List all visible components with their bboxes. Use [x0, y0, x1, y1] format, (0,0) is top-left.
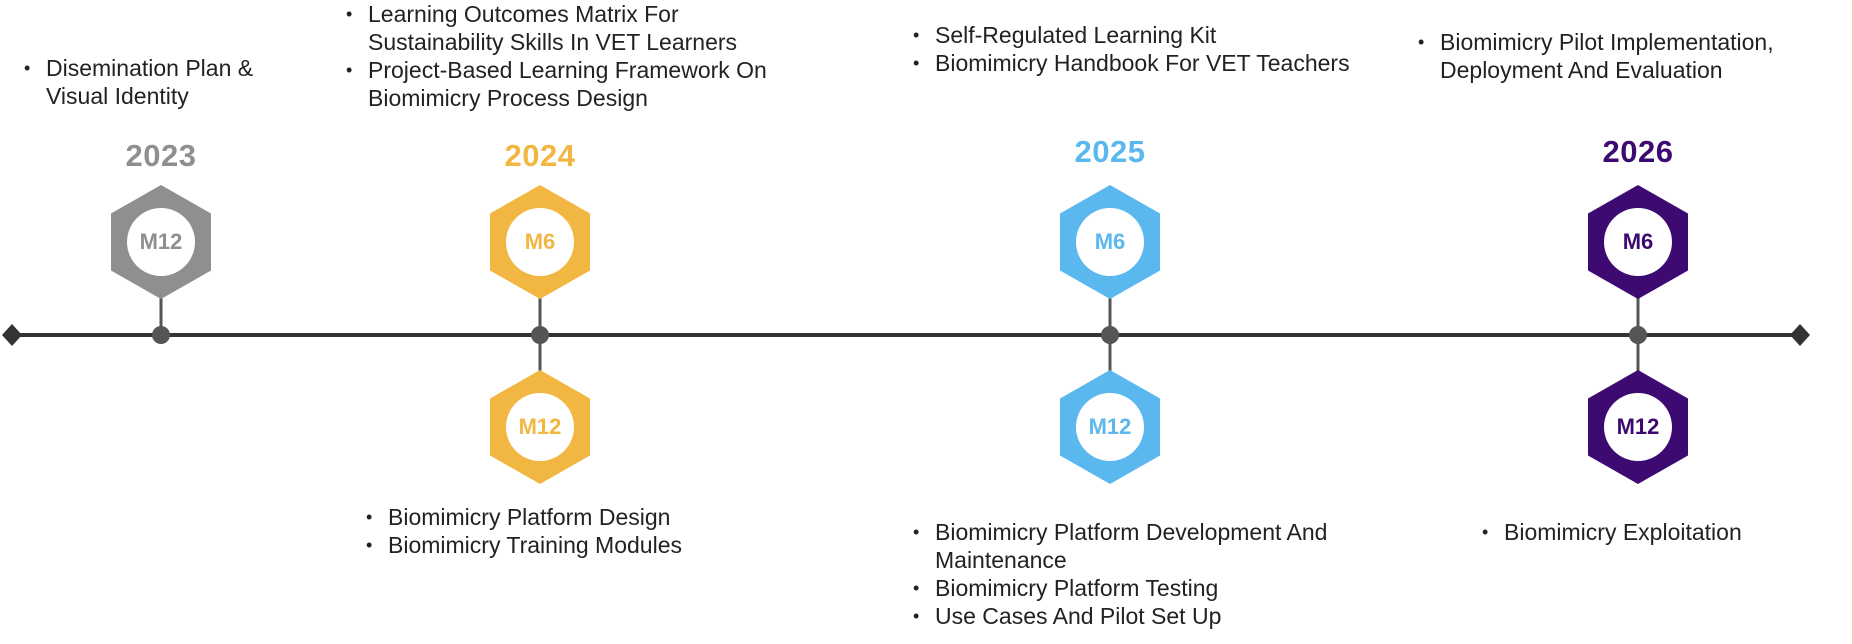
note-item: Biomimicry Platform Design: [366, 503, 746, 531]
notes-2026-below: Biomimicry Exploitation: [1482, 518, 1802, 546]
year-label-2023: 2023: [125, 138, 197, 173]
hexagon-icon: [111, 185, 211, 299]
milestone-2024-m12-hexagon: M12: [489, 370, 591, 484]
milestone-label: M12: [518, 414, 562, 439]
milestone-2025-m6-hexagon: M6: [1059, 185, 1161, 299]
milestone-label: M12: [1088, 414, 1132, 439]
note-item: Self-Regulated Learning Kit: [913, 21, 1373, 49]
hexagon-icon: [1060, 185, 1160, 299]
year-label-2025: 2025: [1074, 134, 1146, 169]
milestone-label: M6: [1622, 229, 1654, 254]
notes-2024-below: Biomimicry Platform Design Biomimicry Tr…: [366, 503, 746, 559]
hexagon-icon: [1060, 370, 1160, 484]
timeline-node: [152, 326, 170, 344]
notes-2025-above: Self-Regulated Learning Kit Biomimicry H…: [913, 21, 1373, 77]
note-item: Biomimicry Platform Development And Main…: [913, 518, 1355, 574]
hexagon-icon: [490, 185, 590, 299]
year-label-2026: 2026: [1602, 134, 1674, 169]
note-item: Biomimicry Pilot Implementation, Deploym…: [1418, 28, 1820, 84]
milestone-2024-m6-hexagon: M6: [489, 185, 591, 299]
timeline-node: [1629, 326, 1647, 344]
notes-2026-above: Biomimicry Pilot Implementation, Deploym…: [1418, 28, 1818, 84]
note-item: Biomimicry Handbook For VET Teachers: [913, 49, 1373, 77]
milestone-label: M12: [139, 229, 183, 254]
note-item: Biomimicry Exploitation: [1482, 518, 1802, 546]
milestone-2025-m12-hexagon: M12: [1059, 370, 1161, 484]
year-label-2024: 2024: [504, 138, 576, 173]
note-item: Use Cases And Pilot Set Up: [913, 602, 1353, 630]
note-item: Project-Based Learning Framework On Biom…: [346, 56, 828, 112]
notes-2024-above: Learning Outcomes Matrix For Sustainabil…: [346, 0, 846, 112]
hexagon-icon: [1588, 370, 1688, 484]
note-item: Biomimicry Platform Testing: [913, 574, 1353, 602]
milestone-label: M12: [1616, 414, 1660, 439]
timeline-node: [1101, 326, 1119, 344]
milestone-2026-m6-hexagon: M6: [1587, 185, 1689, 299]
hexagon-icon: [1588, 185, 1688, 299]
milestone-label: M6: [524, 229, 556, 254]
note-item: Biomimicry Training Modules: [366, 531, 746, 559]
milestone-2023-m12-hexagon: M12: [110, 185, 212, 299]
note-item: Learning Outcomes Matrix For Sustainabil…: [346, 0, 788, 56]
milestone-2026-m12-hexagon: M12: [1587, 370, 1689, 484]
notes-2025-below: Biomimicry Platform Development And Main…: [913, 518, 1353, 630]
timeline-start-diamond: [2, 324, 22, 346]
hexagon-icon: [490, 370, 590, 484]
note-item: Disemination Plan & Visual Identity: [24, 54, 284, 110]
milestone-label: M6: [1094, 229, 1126, 254]
timeline-end-diamond: [1790, 324, 1810, 346]
notes-2023-above: Disemination Plan & Visual Identity: [24, 54, 284, 110]
timeline-node: [531, 326, 549, 344]
